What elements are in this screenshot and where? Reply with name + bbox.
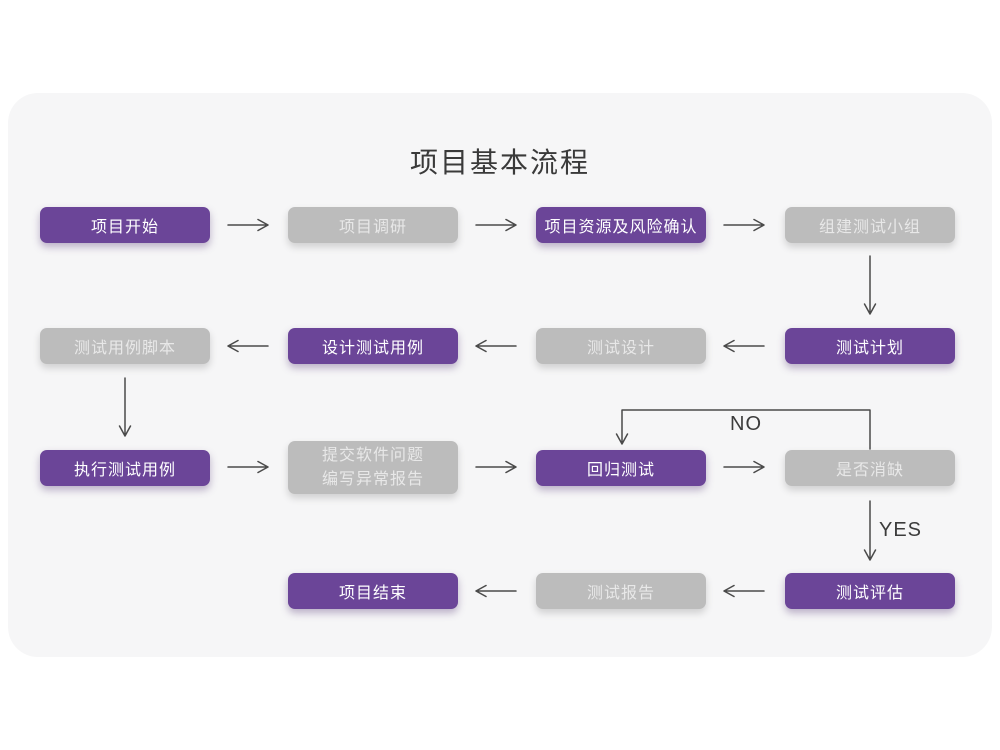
flow-node-test-plan: 测试计划 bbox=[785, 328, 955, 364]
edge-label-yes: YES bbox=[879, 519, 923, 541]
flow-node-evaluation: 测试评估 bbox=[785, 573, 955, 609]
flowchart-card bbox=[8, 93, 992, 657]
flow-node-regression: 回归测试 bbox=[536, 450, 706, 486]
flow-node-execute-cases: 执行测试用例 bbox=[40, 450, 210, 486]
page-title: 项目基本流程 bbox=[409, 147, 590, 178]
flow-node-case-script: 测试用例脚本 bbox=[40, 328, 210, 364]
flow-node-risk-confirm: 项目资源及风险确认 bbox=[536, 207, 706, 243]
flow-node-defect-check: 是否消缺 bbox=[785, 450, 955, 486]
flow-node-test-report: 测试报告 bbox=[536, 573, 706, 609]
flow-node-research: 项目调研 bbox=[288, 207, 458, 243]
flow-node-test-design: 测试设计 bbox=[536, 328, 706, 364]
submit-issues-line-2: 编写异常报告 bbox=[321, 470, 424, 488]
flow-node-design-cases: 设计测试用例 bbox=[288, 328, 458, 364]
flow-node-start: 项目开始 bbox=[40, 207, 210, 243]
flow-node-build-team: 组建测试小组 bbox=[785, 207, 955, 243]
submit-issues-line-1: 提交软件问题 bbox=[321, 447, 424, 465]
edge-label-no: NO bbox=[730, 413, 762, 435]
flow-node-submit-issues: 提交软件问题 编写异常报告 bbox=[288, 441, 458, 494]
flow-node-end: 项目结束 bbox=[288, 573, 458, 609]
